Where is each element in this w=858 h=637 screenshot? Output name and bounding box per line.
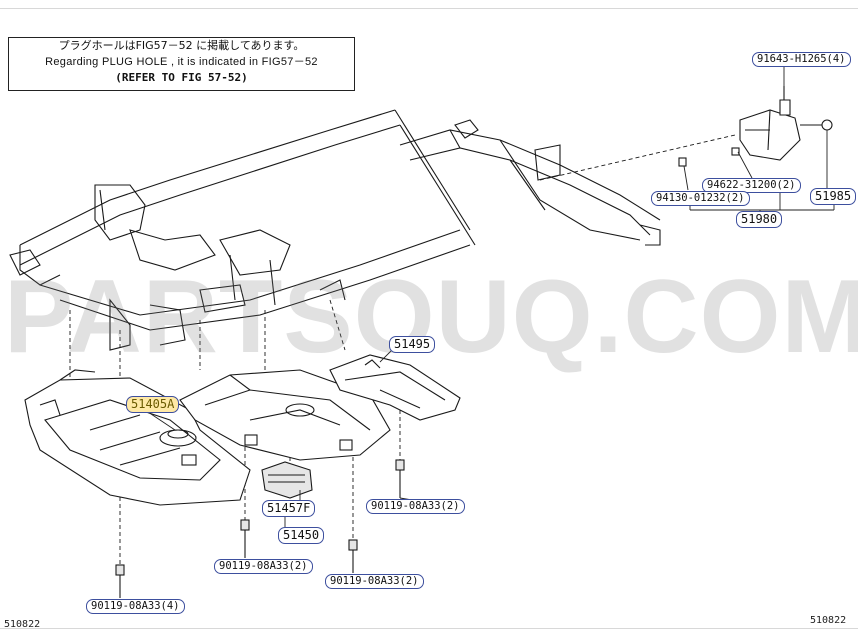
- part-callout-91643[interactable]: 91643-H1265(4): [752, 52, 851, 67]
- plug-plate: [261, 461, 313, 499]
- part-callout-94622[interactable]: 94622-31200(2): [702, 178, 801, 193]
- part-callout-90119-bottom[interactable]: 90119-08A33(2): [325, 574, 424, 589]
- part-callout-94130[interactable]: 94130-01232(2): [651, 191, 750, 206]
- part-callout-90119-left[interactable]: 90119-08A33(4): [86, 599, 185, 614]
- leader-lines: [147, 66, 835, 528]
- part-callout-51495[interactable]: 51495: [389, 336, 436, 353]
- note-line-japanese: プラグホールはFIG57－52 に掲載してあります。: [58, 39, 305, 52]
- part-callout-51985[interactable]: 51985: [810, 188, 857, 205]
- frame-rails: [9, 109, 476, 351]
- part-callout-51405a[interactable]: 51405A: [126, 396, 180, 413]
- crossmember: [399, 119, 661, 246]
- page-number-left: 510822: [4, 619, 41, 630]
- plug-hole-note: プラグホールはFIG57－52 に掲載してあります。 Regarding PLU…: [8, 37, 355, 91]
- note-line-reference[interactable]: (REFER TO FIG 57-52): [115, 71, 248, 84]
- under-cover-center: [179, 369, 391, 461]
- part-callout-51450[interactable]: 51450: [278, 527, 325, 544]
- part-callout-51980[interactable]: 51980: [736, 211, 783, 228]
- note-line-english: Regarding PLUG HOLE , it is indicated in…: [45, 56, 318, 68]
- bolts: [115, 459, 405, 598]
- mount-assembly: [678, 86, 833, 167]
- part-callout-90119-middle[interactable]: 90119-08A33(2): [214, 559, 313, 574]
- page-number-right: 510822: [810, 615, 847, 626]
- under-cover-left: [24, 369, 251, 506]
- part-callout-51457f[interactable]: 51457F: [262, 500, 316, 517]
- top-border: [0, 8, 858, 9]
- bottom-border: [0, 628, 858, 629]
- part-callout-90119-right[interactable]: 90119-08A33(2): [366, 499, 465, 514]
